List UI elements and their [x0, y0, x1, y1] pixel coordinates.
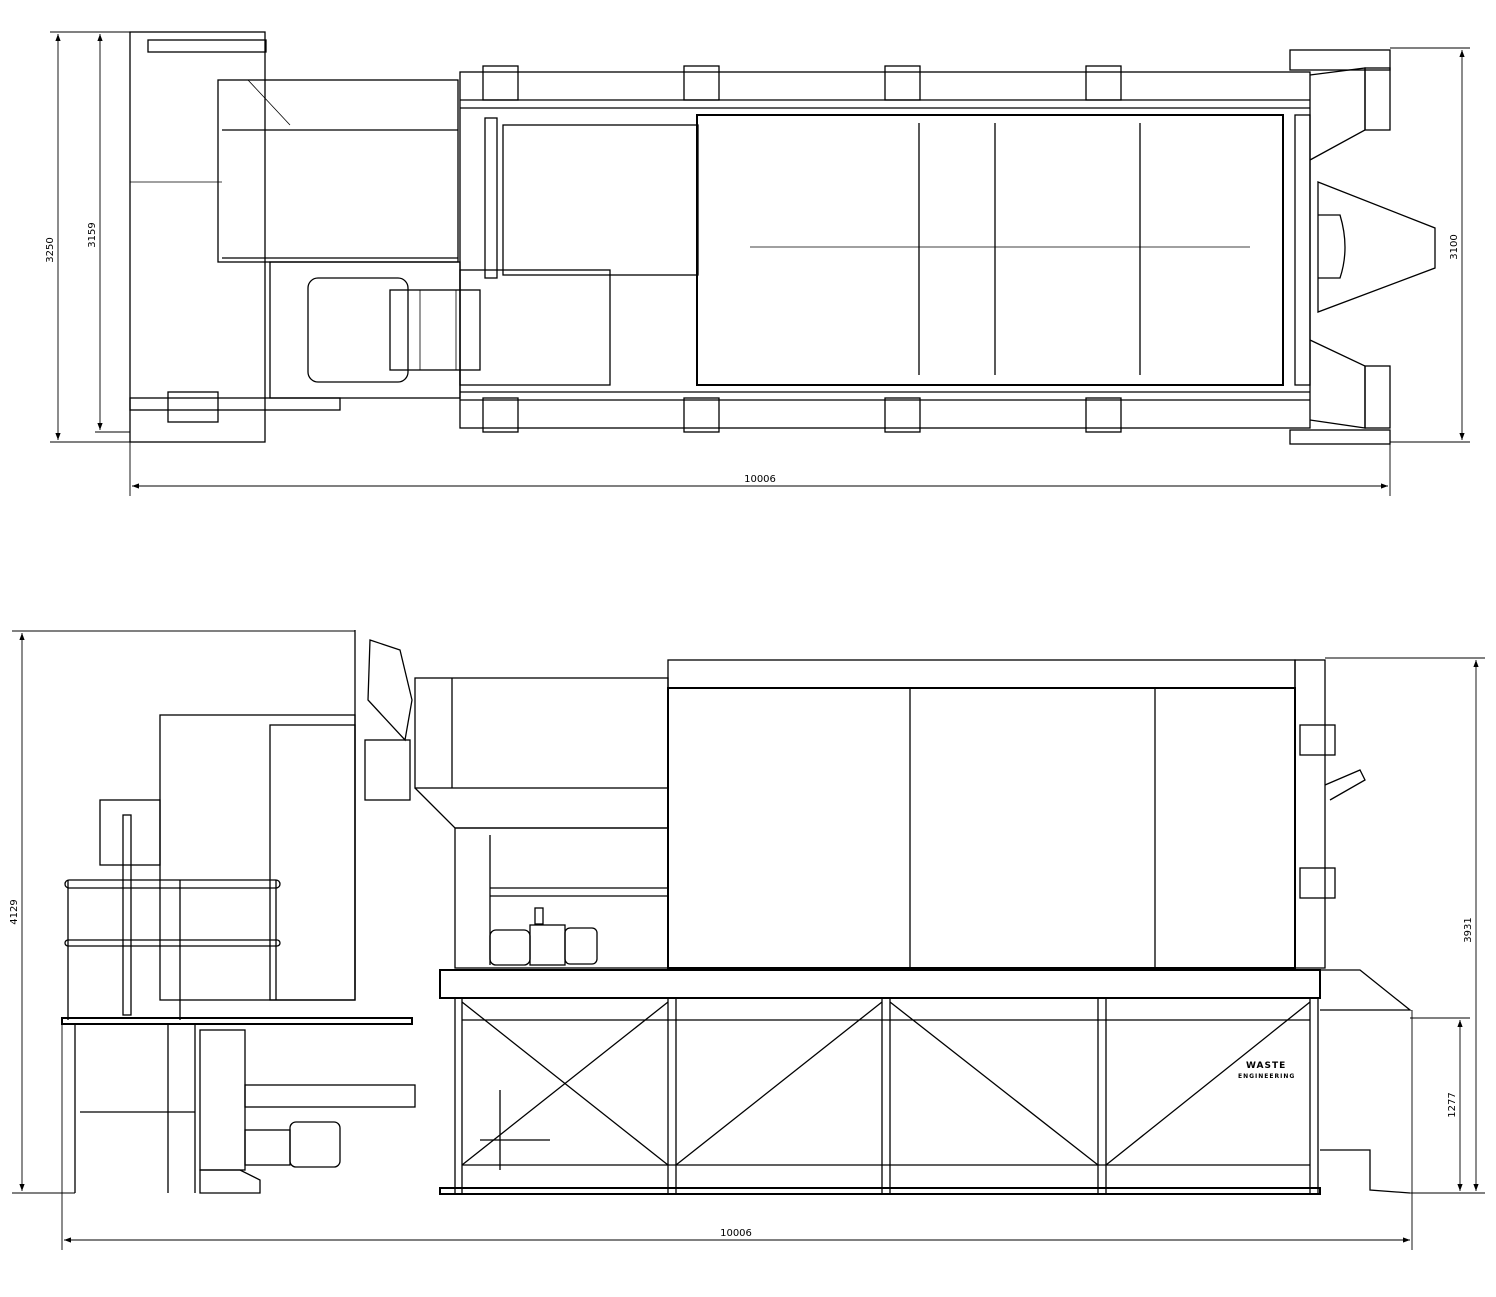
feed-hopper-side-part [454, 827, 669, 969]
drive-motor-side-part [564, 927, 598, 965]
mounting-plates-top-part [482, 397, 519, 433]
side-left-stairs-platform-part [99, 799, 161, 866]
discharge-chute-top-part [1289, 49, 1391, 71]
mounting-plates-top-part [884, 65, 921, 101]
dim-label-10006-top: 10006 [744, 474, 776, 485]
support-frame-side-part [1320, 1149, 1411, 1194]
conveyor-body-side-part [1299, 867, 1336, 899]
support-frame-side-part [1105, 1001, 1311, 1166]
discharge-chute-top-part [1317, 181, 1436, 313]
mounting-plates-top-part [683, 397, 720, 433]
support-frame-side-part [675, 1001, 883, 1166]
top-left-platform [129, 31, 481, 443]
side-left-stairs-platform-part [199, 1169, 261, 1194]
mounting-plates-top-part [1085, 397, 1122, 433]
feed-hopper-side-part [414, 787, 668, 829]
side-left-stairs-platform-part [244, 1129, 291, 1166]
discharge-chute-top-part [1318, 214, 1346, 279]
top-left-platform-part [129, 31, 266, 443]
top-left-platform-part [167, 391, 219, 423]
top-left-platform-part [247, 79, 291, 126]
dim-label-3931: 3931 [1463, 917, 1474, 942]
top-left-platform-part [389, 289, 481, 371]
top-left-platform-part [217, 79, 459, 263]
conveyor-body-top-part [459, 269, 611, 386]
dim-label-10006-side: 10006 [720, 1228, 752, 1239]
top-left-platform-part [307, 277, 409, 383]
drive-motor-side-part [529, 924, 566, 966]
conveyor-body-side-part [1324, 769, 1366, 801]
side-left-stairs-platform-part [199, 1029, 246, 1171]
conveyor-body-top [459, 71, 1311, 429]
discharge-chute-top-part [1364, 365, 1391, 429]
support-frame-side-part [439, 969, 1321, 999]
logo-word-engineering: ENGINEERING [1238, 1073, 1295, 1080]
top-left-platform-part [269, 261, 461, 399]
support-frame-side-part [1320, 969, 1412, 1011]
discharge-chute-top [1289, 49, 1436, 445]
support-frame-side [439, 969, 1412, 1195]
side-left-stairs-platform-part [244, 1084, 416, 1108]
support-frame-side-part [889, 1001, 1099, 1166]
conveyor-body-side-part [1299, 724, 1336, 756]
conveyor-body-top-part [696, 114, 1284, 386]
discharge-chute-top-part [1309, 67, 1366, 161]
manufacturer-logo: WASTE ENGINEERING [1238, 1061, 1295, 1080]
conveyor-body-side-part [1294, 659, 1326, 969]
side-left-stairs-platform [61, 630, 416, 1194]
side-left-stairs-platform-part [367, 639, 413, 742]
dim-label-1277: 1277 [1447, 1092, 1458, 1117]
side-left-stairs-platform-part [159, 714, 356, 1001]
discharge-chute-top-part [1309, 339, 1366, 429]
side-left-stairs-platform-part [61, 1017, 413, 1025]
feed-hopper-side-part [534, 907, 544, 925]
side-left-stairs-platform-part [122, 814, 132, 1016]
top-left-platform-part [147, 39, 267, 53]
side-dimension-lines [12, 630, 1485, 1250]
conveyor-body-top-part [484, 117, 498, 279]
mounting-plates-top-part [683, 65, 720, 101]
logo-word-waste: WASTE [1246, 1061, 1286, 1071]
conveyor-body-side-part [667, 659, 1296, 689]
mounting-plates-top-part [482, 65, 519, 101]
side-left-stairs-platform-part [64, 879, 281, 889]
top-view: 3250 3159 3100 10006 [45, 31, 1470, 496]
dim-label-4129: 4129 [9, 899, 20, 924]
support-frame-side-part [439, 1187, 1321, 1195]
side-left-stairs-platform-part [289, 1121, 341, 1168]
mounting-plates-top-part [1085, 65, 1122, 101]
conveyor-body-top-part [1294, 114, 1311, 386]
top-left-platform-part [129, 397, 341, 411]
conveyor-body-side-part [667, 687, 1296, 969]
side-left-stairs-platform-part [269, 724, 356, 1001]
side-left-stairs-platform-part [64, 939, 281, 947]
side-view: WASTE ENGINEERING 4129 3931 1277 10006 [9, 630, 1485, 1250]
mounting-plates-top [482, 65, 1122, 433]
conveyor-body-top-part [502, 124, 699, 276]
discharge-chute-top-part [1289, 429, 1391, 445]
top-dimension-lines [50, 31, 1470, 496]
dim-label-3159: 3159 [87, 222, 98, 247]
feed-hopper-side-part [414, 677, 669, 789]
drive-motor-side [489, 924, 598, 966]
side-left-stairs-platform-part [364, 739, 411, 801]
dim-label-3250: 3250 [45, 237, 56, 262]
discharge-chute-top-part [1364, 67, 1391, 131]
mounting-plates-top-part [884, 397, 921, 433]
drive-motor-side-part [489, 929, 531, 966]
dim-label-3100: 3100 [1449, 234, 1460, 259]
conveyor-body-side [667, 659, 1366, 969]
support-frame-side-part [461, 1001, 669, 1166]
